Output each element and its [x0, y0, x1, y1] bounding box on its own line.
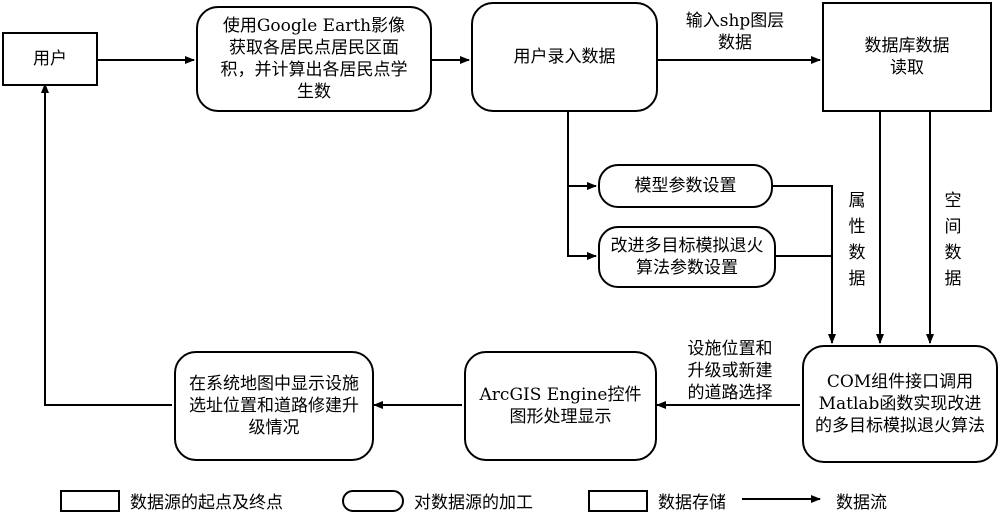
label-shp-input: 输入shp图层 数据 — [685, 11, 785, 53]
arrow-map-to-user — [41, 83, 172, 406]
legend-processing-label: 对数据源的加工 — [414, 493, 533, 513]
label-facility-choice: 设施位置和 升级或新建 的道路选择 — [687, 339, 773, 403]
legend-flow-label: 数据流 — [836, 493, 887, 513]
node-google-earth: 使用Google Earth影像获取各居民点居民区面积，并计算出各居民点学生数 — [196, 6, 432, 112]
legend-data-source-label: 数据源的起点及终点 — [130, 493, 283, 513]
legend-square-swatch — [60, 489, 120, 512]
node-sa-params: 改进多目标模拟退火算法参数设置 — [598, 226, 776, 288]
node-user: 用户 — [2, 32, 98, 86]
legend-storage-label: 数据存储 — [658, 493, 726, 513]
label-spatial-data: 空间数据 — [944, 191, 962, 289]
legend-rounded-swatch — [342, 489, 404, 512]
node-model-params: 模型参数设置 — [598, 164, 773, 208]
legend-flow: 数据流 — [836, 488, 887, 513]
legend-data-source: 数据源的起点及终点 — [60, 488, 283, 513]
node-user-input: 用户录入数据 — [471, 2, 658, 112]
node-map-display: 在系统地图中显示设施选址位置和道路修建升级情况 — [174, 351, 374, 461]
node-com-matlab: COM组件接口调用Matlab函数实现改进的多目标模拟退火算法 — [802, 345, 998, 463]
node-arcgis: ArcGIS Engine控件图形处理显示 — [464, 351, 657, 461]
arrow-model-params-to-com — [773, 185, 836, 344]
node-db-read: 数据库数据读取 — [822, 2, 992, 112]
legend-storage-swatch — [588, 489, 648, 512]
label-attribute-data: 属性数据 — [848, 191, 866, 289]
legend-storage: 数据存储 — [588, 488, 726, 513]
arrow-input-to-sa-params — [567, 112, 597, 260]
legend-processing: 对数据源的加工 — [342, 488, 533, 513]
